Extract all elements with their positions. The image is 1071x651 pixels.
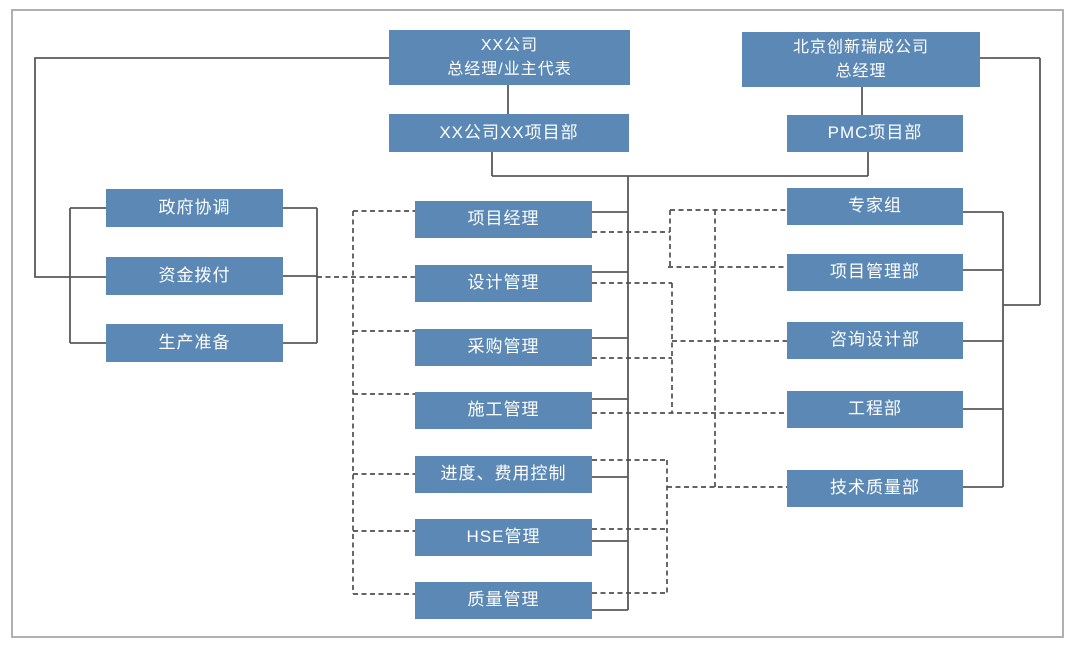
- solid-connectors: [34, 57, 1041, 611]
- node-label: 设计管理: [467, 273, 540, 293]
- node-production-preparation: 生产准备: [106, 324, 283, 362]
- node-label: 专家组: [848, 196, 902, 216]
- node-government-coordination: 政府协调: [106, 189, 283, 227]
- node-label: 工程部: [848, 399, 902, 419]
- node-label: 北京创新瑞成公司: [792, 39, 929, 57]
- node-construction-management: 施工管理: [415, 392, 592, 429]
- node-label: 进度、费用控制: [440, 464, 567, 484]
- dashed-connectors: [317, 209, 787, 595]
- node-label: 项目管理部: [830, 262, 920, 282]
- node-expert-group: 专家组: [787, 188, 963, 225]
- node-pmc-project-dept: PMC项目部: [787, 115, 963, 152]
- diagram-frame: [11, 9, 1064, 638]
- node-label: 资金拨付: [158, 265, 231, 285]
- node-hse-management: HSE管理: [415, 519, 592, 556]
- node-label: XX公司: [480, 37, 539, 55]
- node-label: 项目经理: [467, 209, 540, 229]
- node-label: 政府协调: [158, 197, 231, 217]
- node-label: 总经理: [835, 62, 887, 80]
- node-schedule-cost-control: 进度、费用控制: [415, 456, 592, 493]
- node-owner-project-dept: XX公司XX项目部: [389, 114, 629, 152]
- node-fund-allocation: 资金拨付: [106, 257, 283, 295]
- node-procurement-management: 采购管理: [415, 329, 592, 366]
- node-engineering-dept: 工程部: [787, 391, 963, 428]
- node-label: 采购管理: [467, 337, 540, 357]
- node-label: 施工管理: [467, 400, 540, 420]
- node-label: HSE管理: [466, 527, 541, 547]
- node-label: 技术质量部: [830, 478, 920, 498]
- node-label: 总经理/业主代表: [447, 60, 572, 78]
- node-consulting-design-dept: 咨询设计部: [787, 322, 963, 359]
- node-technical-quality-dept: 技术质量部: [787, 470, 963, 507]
- node-label: 咨询设计部: [830, 330, 920, 350]
- node-project-management-dept: 项目管理部: [787, 254, 963, 291]
- node-quality-management: 质量管理: [415, 582, 592, 619]
- node-label: XX公司XX项目部: [439, 122, 579, 142]
- node-label: PMC项目部: [827, 123, 923, 143]
- node-label: 生产准备: [158, 332, 231, 352]
- node-label: 质量管理: [467, 590, 540, 610]
- node-pmc-company-general-manager: 北京创新瑞成公司 总经理: [742, 32, 980, 87]
- node-design-management: 设计管理: [415, 265, 592, 302]
- node-owner-general-manager: XX公司 总经理/业主代表: [389, 30, 630, 85]
- node-project-manager: 项目经理: [415, 201, 592, 238]
